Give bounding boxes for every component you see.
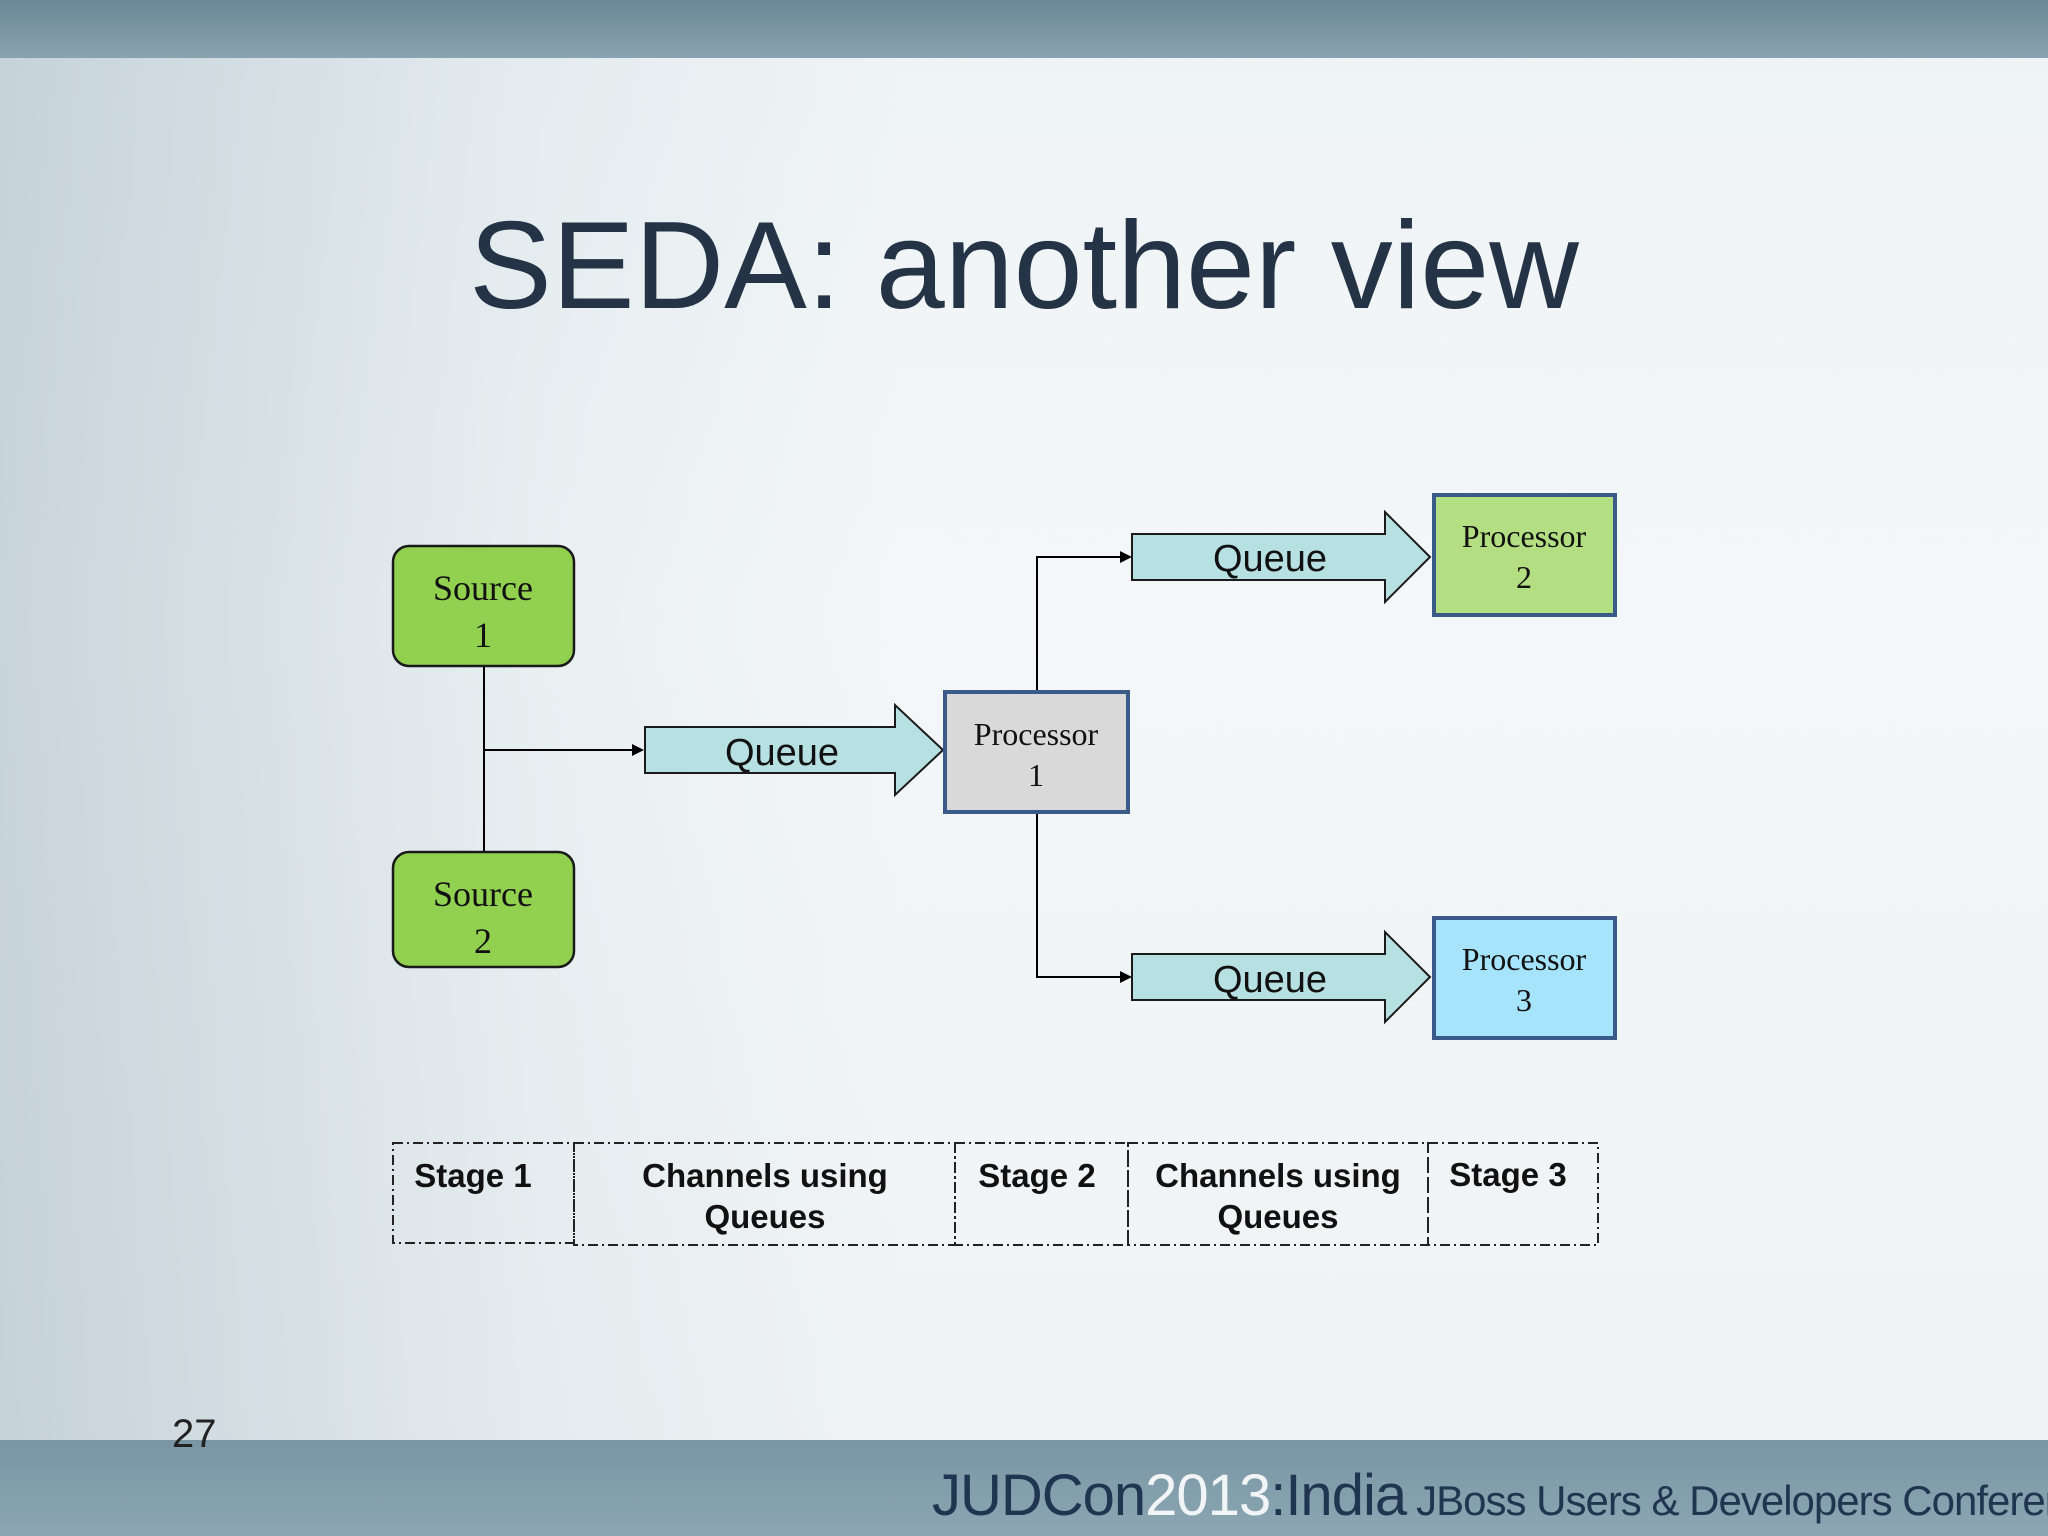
source-2-label-line2: 2	[474, 921, 492, 961]
channels-1-label-line2: Queues	[704, 1198, 825, 1235]
stage-3-label: Stage 3	[1449, 1156, 1566, 1193]
queue-1-arrow: Queue	[644, 702, 945, 798]
footer-year: 2013	[1145, 1463, 1271, 1528]
channels-2-label-line2: Queues	[1217, 1198, 1338, 1235]
processor-2-label-line1: Processor	[1462, 518, 1587, 554]
queue-1-label: Queue	[725, 732, 839, 774]
source-2-label-line1: Source	[433, 874, 533, 914]
processor-2-node: Processor 2	[1432, 493, 1617, 617]
channels-1-box	[573, 1142, 956, 1246]
queue-3-arrow: Queue	[1131, 929, 1432, 1025]
source-2-node: Source 2	[391, 850, 576, 969]
processor-2-label-line2: 2	[1516, 559, 1532, 595]
queue-2-label: Queue	[1213, 538, 1327, 580]
top-bar	[0, 0, 2048, 58]
queue-3-label: Queue	[1213, 959, 1327, 1001]
stage-row	[392, 1142, 1599, 1246]
stage-1-label: Stage 1	[414, 1157, 531, 1194]
processor-3-node: Processor 3	[1432, 916, 1617, 1040]
stage-3-box	[1427, 1142, 1599, 1246]
processor-1-label-line2: 1	[1028, 757, 1044, 793]
source-1-label-line2: 1	[474, 615, 492, 655]
queue-2-arrow: Queue	[1131, 509, 1432, 605]
processor-1-label-line1: Processor	[974, 716, 1099, 752]
processor-3-label-line2: 3	[1516, 982, 1532, 1018]
stage-labels: Stage 1 Channels using Queues Stage 2 Ch…	[414, 1156, 1566, 1235]
source-1-node: Source 1	[391, 544, 576, 668]
processor-3-label-line1: Processor	[1462, 941, 1587, 977]
processor1-to-queue3-arrow	[1036, 812, 1132, 983]
channels-1-label-line1: Channels using	[642, 1157, 888, 1194]
processor1-to-queue2-arrow	[1036, 551, 1132, 690]
channels-2-box	[1127, 1142, 1429, 1246]
footer-subtitle: JBoss Users & Developers Conference	[1416, 1477, 2048, 1524]
channels-2-label-line1: Channels using	[1155, 1157, 1401, 1194]
stage-2-box	[954, 1142, 1129, 1246]
footer-judcon: JUDCon	[932, 1463, 1146, 1528]
bottom-bar	[0, 1440, 2048, 1536]
processor-1-node: Processor 1	[943, 690, 1130, 814]
connectors	[483, 551, 1132, 983]
page-number: 27	[172, 1412, 217, 1456]
stage-2-label: Stage 2	[978, 1157, 1095, 1194]
slide-title: SEDA: another view	[469, 197, 1579, 335]
source-1-label-line1: Source	[433, 568, 533, 608]
footer-india: :India	[1270, 1463, 1407, 1528]
